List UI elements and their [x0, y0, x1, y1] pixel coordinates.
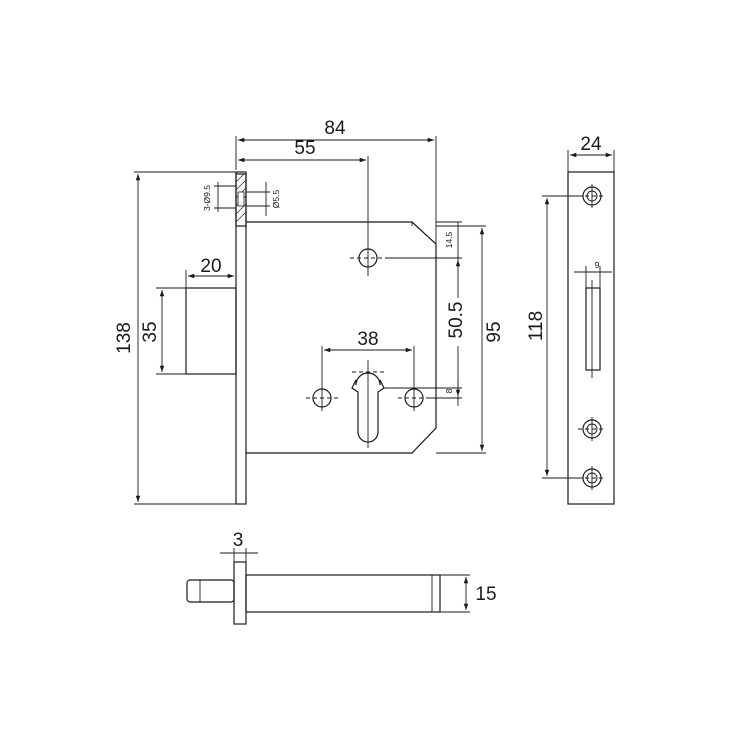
dim-35: 35 — [140, 321, 161, 342]
dim-15: 15 — [475, 584, 496, 605]
front-view: 84 55 138 20 35 3-Ø9.5 Ø5.5 14.5 — [114, 118, 505, 505]
dim-118: 118 — [526, 311, 547, 341]
dim-38: 38 — [357, 329, 378, 350]
cylinder-cutout — [351, 372, 385, 443]
strike-hole-2 — [578, 417, 606, 441]
side-body — [245, 574, 441, 613]
side-faceplate — [233, 561, 247, 625]
dim-14-5: 14.5 — [444, 231, 454, 248]
strike-slot — [585, 287, 601, 371]
dim-50-5: 50.5 — [446, 302, 467, 339]
faceplate-screw-section — [235, 173, 247, 227]
dim-138: 138 — [114, 322, 135, 354]
side-view: 3 15 — [186, 530, 497, 625]
dim-55: 55 — [294, 138, 315, 159]
dim-8: 8 — [444, 388, 454, 393]
dim-20: 20 — [200, 256, 221, 277]
dim-3: 3 — [233, 530, 244, 551]
strike-plate-view: 24 118 9 — [526, 134, 615, 505]
dim-24: 24 — [580, 134, 602, 155]
faceplate — [235, 171, 247, 505]
strike-plate — [567, 171, 615, 505]
dim-3-holes: 3-Ø9.5 — [202, 185, 212, 211]
dim-95: 95 — [484, 321, 505, 342]
dim-84: 84 — [324, 118, 346, 139]
deadbolt — [185, 287, 237, 375]
dim-hole-5-5: Ø5.5 — [271, 190, 281, 209]
side-bolt — [186, 579, 235, 603]
lock-case — [246, 221, 437, 454]
dim-9: 9 — [595, 260, 600, 270]
